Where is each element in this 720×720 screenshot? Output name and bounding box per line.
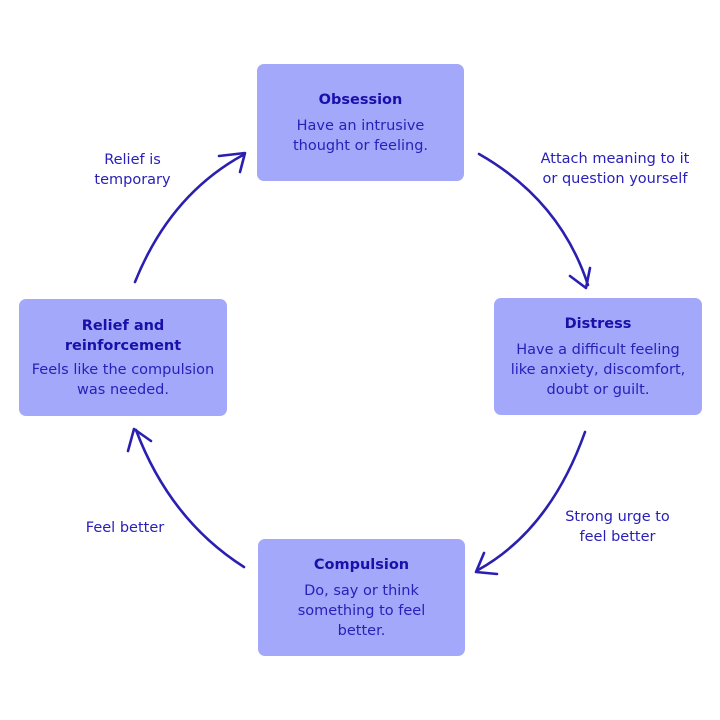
stage-title: Obsession: [318, 91, 403, 108]
stage-description: Have a difficult feeling like anxiety, d…: [510, 341, 686, 398]
arrow-compulsion-to-relief: [134, 428, 246, 569]
stage-description: Do, say or think something to feel bette…: [297, 582, 426, 639]
stage-obsession: Obsession Have an intrusive thought or f…: [257, 64, 464, 181]
stage-distress: Distress Have a difficult feeling like a…: [494, 298, 702, 415]
arrow-obsession-to-distress: [477, 152, 590, 287]
transition-label-obsession-distress: Attach meaning to it or question yoursel…: [540, 151, 690, 187]
arrow-distress-to-compulsion: [476, 430, 587, 572]
stage-description: Feels like the compulsion was needed.: [31, 361, 215, 398]
arrowhead-compulsion-to-relief: [126, 427, 153, 453]
arrowhead-distress-to-compulsion: [474, 551, 499, 576]
stage-title: Distress: [564, 315, 632, 332]
arrow-relief-to-obsession: [133, 153, 245, 284]
arrowhead-relief-to-obsession: [217, 151, 247, 174]
arrowhead-obsession-to-distress: [568, 266, 592, 290]
transition-label-relief-obsession: Relief is temporary: [94, 152, 171, 188]
stage-compulsion: Compulsion Do, say or think something to…: [258, 539, 465, 656]
stage-description: Have an intrusive thought or feeling.: [292, 117, 429, 154]
stage-title: Relief and reinforcement: [64, 317, 182, 354]
stage-title: Compulsion: [313, 556, 410, 573]
transition-label-distress-compulsion: Strong urge to feel better: [565, 509, 670, 545]
transition-label-compulsion-relief: Feel better: [85, 520, 165, 536]
stage-relief: Relief and reinforcement Feels like the …: [19, 299, 227, 416]
